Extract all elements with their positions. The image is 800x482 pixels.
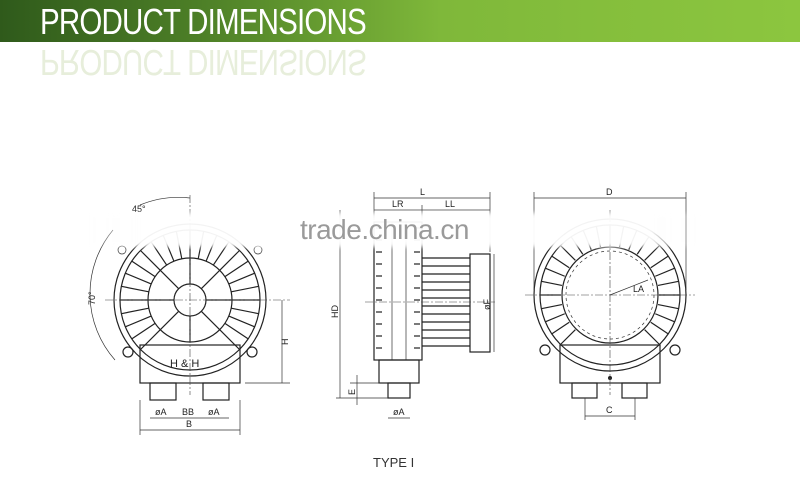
cooling-fin [650,321,669,335]
cooling-fin [231,285,259,293]
cooling-fin [224,322,249,340]
foot [621,382,648,399]
hub-spoke [200,310,221,331]
cooling-fin [228,272,255,285]
cooling-fin [545,313,565,323]
front-view: 45° 70° H & H H øA BB øA B [87,195,290,435]
cooling-fin [219,329,240,350]
dim-c: C [606,405,613,415]
cooling-fin [650,255,669,269]
angle-45-label: 45° [132,204,146,214]
foot [202,382,230,401]
dim-bb: BB [182,407,194,417]
page-title: PRODUCT DIMENSIONS [40,1,367,42]
dim-b: B [186,419,192,429]
cooling-fin [125,272,152,285]
hub-spoke [200,269,221,290]
cooling-fin [131,260,156,278]
cooling-fin [140,329,161,350]
end-cap [469,253,491,353]
foot [387,382,411,399]
cooling-fin [551,321,570,335]
cooling-fin [657,303,679,310]
dim-hd: HD [330,305,340,318]
cooling-fin [224,260,249,278]
dim-la: LA [633,284,644,294]
cooling-fin [541,280,563,287]
dim-a: øA [393,407,405,417]
cooling-fin [551,255,570,269]
hub-spoke [159,310,180,331]
hub-spoke [159,269,180,290]
cooling-fin [121,307,149,315]
angle-arc-45 [139,197,191,206]
cooling-fin [541,303,563,310]
cooling-fin [644,329,660,345]
dim-ll: LL [445,199,455,209]
dim-a-left: øA [155,407,167,417]
cooling-fin [140,250,161,271]
foot [149,382,177,401]
cooling-fin [644,245,660,261]
terminal-box [378,359,420,384]
mount-hole [253,245,263,255]
cooling-fin [231,307,259,315]
dim-d: D [606,187,613,197]
cooling-fin [219,250,240,271]
angle-70-label: 70° [87,291,97,305]
mount-hole [122,346,134,358]
dim-l: L [420,187,425,197]
dim-e: E [347,389,357,395]
dim-a-right: øA [208,407,220,417]
watermark-band [90,213,700,247]
cooling-fin [131,322,156,340]
mount-hole [669,344,681,356]
watermark: trade.china.cn [300,214,469,245]
cooling-fin [655,313,675,323]
mount-hole [246,346,258,358]
dim-lr: LR [392,199,404,209]
cooling-fin [125,315,152,328]
dim-h: H [280,339,290,346]
cooling-fin [655,267,675,277]
foot [571,382,598,399]
mount-hole [539,344,551,356]
side-view: L LR LL HD E øF øA [330,187,495,419]
dim-f: øF [482,299,492,310]
cooling-fin [228,315,255,328]
mount-hole [117,245,127,255]
cooling-fin [657,280,679,287]
brand-label: H & H [170,358,199,370]
cooling-fin [545,267,565,277]
title-banner [0,0,800,42]
caption: TYPE I [373,455,415,470]
cooling-fin [560,245,576,261]
cooling-fin [121,285,149,293]
cooling-fin [560,329,576,345]
